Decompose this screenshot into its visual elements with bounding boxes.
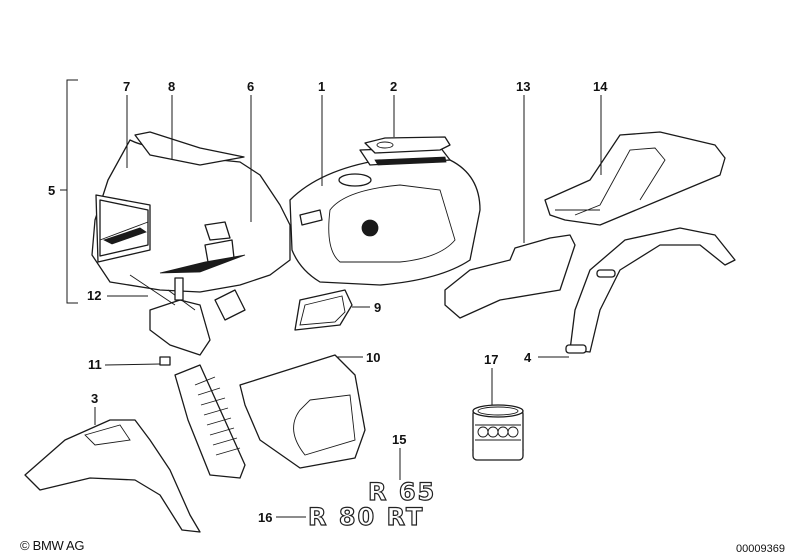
leader-lines (94, 95, 602, 518)
lower-fairing-cover-part[interactable] (239, 354, 366, 469)
fairing-bracket-part[interactable] (129, 274, 211, 356)
callout-10[interactable]: 10 (366, 350, 380, 365)
assembly-bracket-5 (60, 79, 78, 304)
callout-16[interactable]: 16 (258, 510, 272, 525)
callout-3[interactable]: 3 (91, 391, 98, 406)
air-duct-part[interactable] (294, 289, 353, 331)
side-cover-part[interactable] (444, 234, 576, 319)
callout-2[interactable]: 2 (390, 79, 397, 94)
front-mudguard-part[interactable] (24, 419, 201, 533)
callout-15[interactable]: 15 (392, 432, 406, 447)
fairing-part[interactable] (91, 131, 291, 321)
copyright-notice: © BMW AG (20, 538, 85, 553)
callout-14[interactable]: 14 (593, 79, 608, 94)
callout-17[interactable]: 17 (484, 352, 498, 367)
callout-7[interactable]: 7 (123, 79, 130, 94)
callout-8[interactable]: 8 (168, 79, 175, 94)
callout-5[interactable]: 5 (48, 183, 55, 198)
fuel-tank-part[interactable] (289, 146, 481, 286)
callout-1[interactable]: 1 (318, 79, 325, 94)
emblem-r80rt[interactable]: R 80 RT (307, 502, 424, 531)
callout-13[interactable]: 13 (516, 79, 530, 94)
callout-4[interactable]: 4 (524, 350, 532, 365)
tank-cap-cover-part[interactable] (364, 136, 451, 154)
diagram-id: 00009369 (736, 543, 785, 555)
emblem-r65[interactable]: R 65 (367, 477, 436, 506)
callout-12[interactable]: 12 (87, 288, 101, 303)
callout-9[interactable]: 9 (374, 300, 381, 315)
callout-6[interactable]: 6 (247, 79, 254, 94)
rubber-grommet-part[interactable] (472, 404, 524, 461)
radiator-grille-part[interactable] (159, 356, 246, 479)
rear-mudguard-part[interactable] (565, 227, 736, 354)
callout-11[interactable]: 11 (88, 357, 102, 372)
seat-tail-part[interactable] (544, 131, 726, 226)
